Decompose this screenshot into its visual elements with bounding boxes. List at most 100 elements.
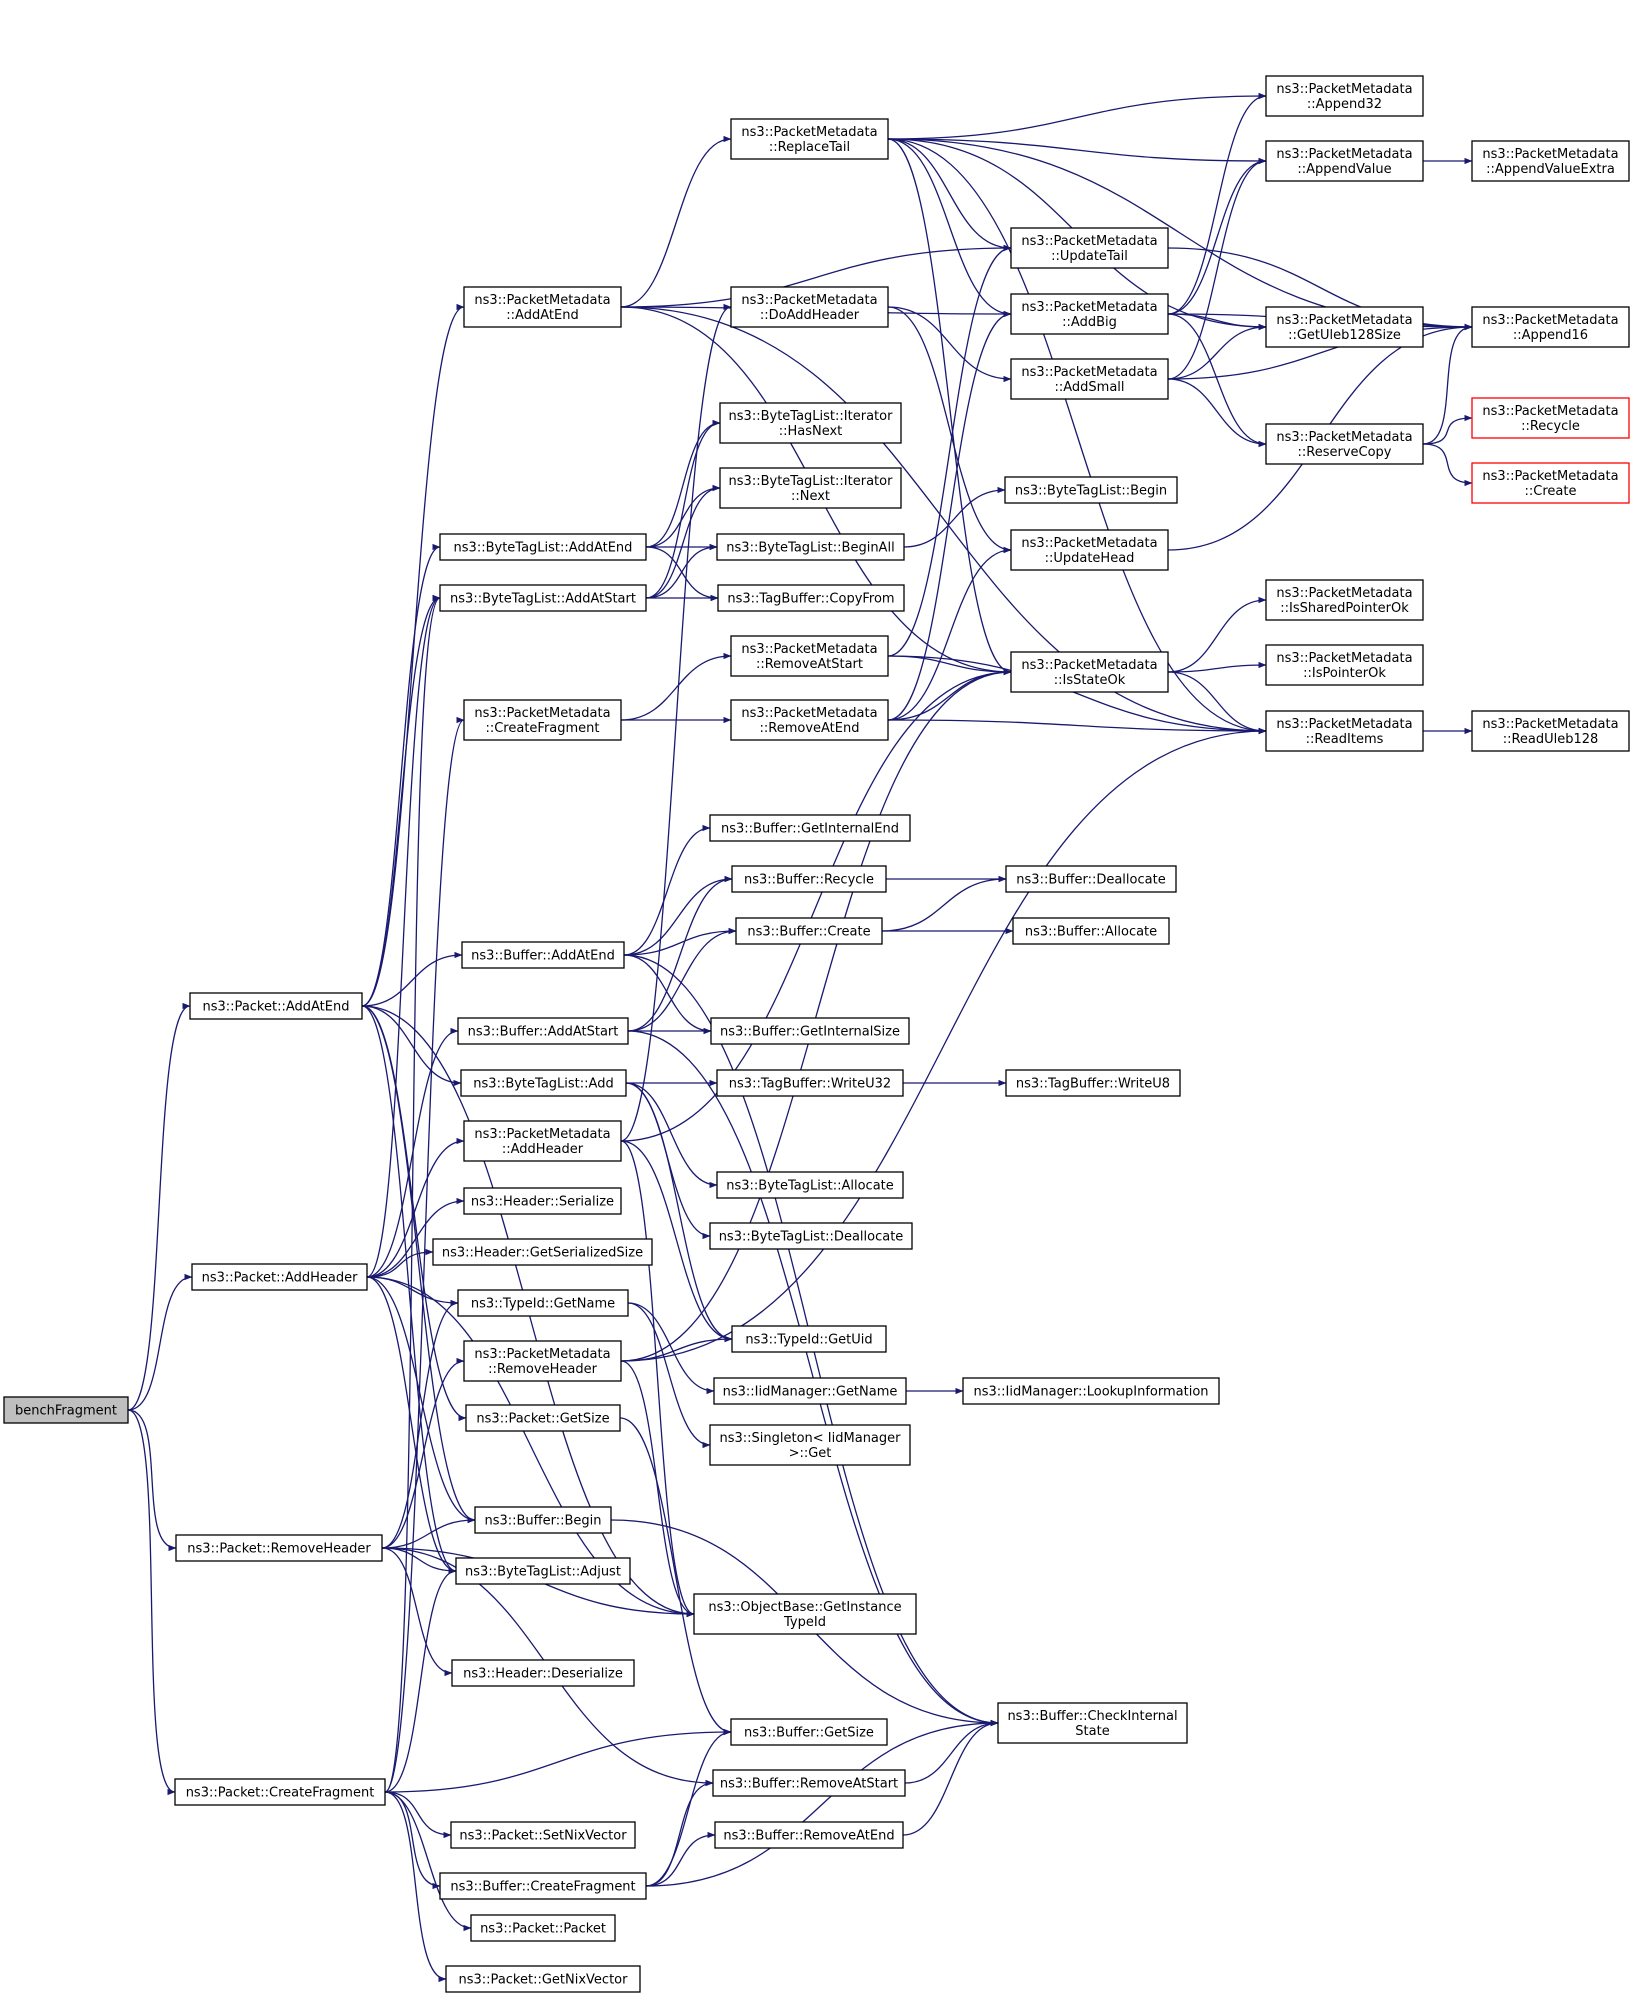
node-buf-begin[interactable]: ns3::Buffer::Begin: [474, 1506, 612, 1534]
node-pm-replace-tail[interactable]: ns3::PacketMetadata::ReplaceTail: [730, 118, 889, 160]
edge-pm-add-big-to-pm-append32: [1167, 92, 1267, 315]
node-pm-append-value[interactable]: ns3::PacketMetadata::AppendValue: [1265, 140, 1424, 182]
edge-pm-remove-header-to-pm-is-state-ok: [620, 668, 1012, 1362]
node-bench-fragment[interactable]: benchFragment: [3, 1396, 129, 1424]
node-buf-get-internal-end[interactable]: ns3::Buffer::GetInternalEnd: [709, 814, 911, 842]
node-type-id-get-name[interactable]: ns3::TypeId::GetName: [457, 1289, 629, 1317]
node-label: ns3::PacketMetadata: [1482, 717, 1618, 732]
node-buf-allocate[interactable]: ns3::Buffer::Allocate: [1012, 917, 1170, 945]
node-packet-set-nix-vector[interactable]: ns3::Packet::SetNixVector: [450, 1821, 636, 1849]
node-packet-remove-header[interactable]: ns3::Packet::RemoveHeader: [175, 1534, 383, 1562]
node-buf-get-size[interactable]: ns3::Buffer::GetSize: [730, 1718, 888, 1746]
node-buf-add-at-end[interactable]: ns3::Buffer::AddAtEnd: [461, 941, 625, 969]
node-pm-recycle[interactable]: ns3::PacketMetadata::Recycle: [1471, 397, 1630, 439]
node-label: ns3::ByteTagList::Deallocate: [719, 1230, 904, 1245]
node-header-serialize[interactable]: ns3::Header::Serialize: [463, 1187, 622, 1215]
node-btl-allocate[interactable]: ns3::ByteTagList::Allocate: [716, 1171, 904, 1199]
edge-pm-create-fragment-to-pm-remove-at-start: [620, 652, 732, 721]
node-buf-create[interactable]: ns3::Buffer::Create: [735, 917, 883, 945]
node-buf-recycle[interactable]: ns3::Buffer::Recycle: [731, 865, 887, 893]
node-packet-get-size[interactable]: ns3::Packet::GetSize: [465, 1404, 621, 1432]
node-pm-reserve-copy[interactable]: ns3::PacketMetadata::ReserveCopy: [1265, 423, 1424, 465]
edge-btl-add-at-start-to-btl-iter-next: [645, 484, 721, 599]
node-label: ns3::TagBuffer::CopyFrom: [727, 592, 894, 607]
node-pm-update-tail[interactable]: ns3::PacketMetadata::UpdateTail: [1010, 227, 1169, 269]
node-btl-begin[interactable]: ns3::ByteTagList::Begin: [1004, 476, 1178, 504]
node-header-deserialize[interactable]: ns3::Header::Deserialize: [451, 1659, 635, 1687]
edge-packet-add-header-to-btl-add-at-start: [366, 594, 441, 1278]
node-box: [730, 286, 889, 328]
node-pm-read-uleb128[interactable]: ns3::PacketMetadata::ReadUleb128: [1471, 710, 1630, 752]
node-packet-packet[interactable]: ns3::Packet::Packet: [470, 1914, 616, 1942]
node-pm-read-items[interactable]: ns3::PacketMetadata::ReadItems: [1265, 710, 1424, 752]
node-buf-deallocate[interactable]: ns3::Buffer::Deallocate: [1005, 865, 1177, 893]
edge-pm-replace-tail-to-pm-append32: [887, 92, 1267, 140]
node-tb-copy-from[interactable]: ns3::TagBuffer::CopyFrom: [717, 584, 905, 612]
node-packet-add-at-end[interactable]: ns3::Packet::AddAtEnd: [189, 992, 363, 1020]
node-btl-iter-next[interactable]: ns3::ByteTagList::Iterator::Next: [719, 467, 902, 509]
node-header-get-serialized-size[interactable]: ns3::Header::GetSerializedSize: [432, 1238, 653, 1266]
node-pm-append32[interactable]: ns3::PacketMetadata::Append32: [1265, 75, 1424, 117]
node-btl-begin-all[interactable]: ns3::ByteTagList::BeginAll: [716, 533, 905, 561]
node-btl-adjust[interactable]: ns3::ByteTagList::Adjust: [455, 1557, 631, 1585]
node-label: ns3::PacketMetadata: [1276, 717, 1412, 732]
node-btl-add-at-end[interactable]: ns3::ByteTagList::AddAtEnd: [439, 533, 647, 561]
node-pm-create-fragment[interactable]: ns3::PacketMetadata::CreateFragment: [463, 699, 622, 741]
node-buf-remove-at-start[interactable]: ns3::Buffer::RemoveAtStart: [712, 1769, 906, 1797]
node-box: [731, 865, 887, 893]
edge-btl-add-at-start-to-btl-iter-has-next: [645, 419, 721, 599]
node-pm-update-head[interactable]: ns3::PacketMetadata::UpdateHead: [1010, 529, 1169, 571]
node-packet-add-header[interactable]: ns3::Packet::AddHeader: [191, 1263, 368, 1291]
node-buf-remove-at-end[interactable]: ns3::Buffer::RemoveAtEnd: [714, 1821, 904, 1849]
node-pm-add-header[interactable]: ns3::PacketMetadata::AddHeader: [463, 1120, 622, 1162]
node-packet-get-nix-vector[interactable]: ns3::Packet::GetNixVector: [445, 1965, 641, 1993]
edge-buf-add-at-end-to-buf-get-internal-size: [623, 954, 712, 1035]
node-btl-add-at-start[interactable]: ns3::ByteTagList::AddAtStart: [439, 584, 647, 612]
node-buf-create-fragment[interactable]: ns3::Buffer::CreateFragment: [439, 1872, 647, 1900]
node-label: State: [1075, 1724, 1109, 1739]
node-buf-add-at-start[interactable]: ns3::Buffer::AddAtStart: [457, 1017, 629, 1045]
node-box: [693, 1593, 917, 1635]
node-iid-manager-lookup-information[interactable]: ns3::IidManager::LookupInformation: [962, 1377, 1220, 1405]
node-tb-write-u32[interactable]: ns3::TagBuffer::WriteU32: [716, 1069, 904, 1097]
node-pm-is-state-ok[interactable]: ns3::PacketMetadata::IsStateOk: [1010, 651, 1169, 693]
node-label: ::ReadItems: [1306, 732, 1384, 747]
edge-pm-is-state-ok-to-pm-read-items: [1167, 671, 1267, 735]
node-label: ns3::TypeId::GetUid: [745, 1333, 872, 1348]
node-pm-add-small[interactable]: ns3::PacketMetadata::AddSmall: [1010, 358, 1169, 400]
node-pm-add-at-end[interactable]: ns3::PacketMetadata::AddAtEnd: [463, 286, 622, 328]
node-label: ::UpdateTail: [1051, 249, 1128, 264]
node-label: benchFragment: [15, 1404, 117, 1419]
node-pm-append16[interactable]: ns3::PacketMetadata::Append16: [1471, 306, 1630, 348]
node-pm-remove-at-end[interactable]: ns3::PacketMetadata::RemoveAtEnd: [730, 699, 889, 741]
node-tb-write-u8[interactable]: ns3::TagBuffer::WriteU8: [1005, 1069, 1181, 1097]
node-type-id-get-uid[interactable]: ns3::TypeId::GetUid: [731, 1325, 887, 1353]
node-buf-get-internal-size[interactable]: ns3::Buffer::GetInternalSize: [710, 1017, 910, 1045]
node-btl-iter-has-next[interactable]: ns3::ByteTagList::Iterator::HasNext: [719, 402, 902, 444]
node-label: ns3::PacketMetadata: [474, 293, 610, 308]
node-pm-add-big[interactable]: ns3::PacketMetadata::AddBig: [1010, 293, 1169, 335]
node-pm-append-value-extra[interactable]: ns3::PacketMetadata::AppendValueExtra: [1471, 140, 1630, 182]
node-label: ns3::ByteTagList::Iterator: [729, 409, 894, 424]
node-pm-is-shared-pointer-ok[interactable]: ns3::PacketMetadata::IsSharedPointerOk: [1265, 579, 1424, 621]
node-pm-create[interactable]: ns3::PacketMetadata::Create: [1471, 462, 1630, 504]
node-pm-is-pointer-ok[interactable]: ns3::PacketMetadata::IsPointerOk: [1265, 644, 1424, 686]
edge-pm-add-small-to-pm-append-value: [1167, 157, 1267, 380]
node-label: ns3::PacketMetadata: [741, 706, 877, 721]
node-pm-get-uleb128-size[interactable]: ns3::PacketMetadata::GetUleb128Size: [1265, 306, 1424, 348]
node-btl-add[interactable]: ns3::ByteTagList::Add: [460, 1069, 627, 1097]
node-box: [455, 1557, 631, 1585]
node-btl-deallocate[interactable]: ns3::ByteTagList::Deallocate: [709, 1222, 913, 1250]
node-singleton-get[interactable]: ns3::Singleton< IidManager >::Get: [709, 1424, 911, 1466]
node-packet-create-fragment[interactable]: ns3::Packet::CreateFragment: [174, 1778, 386, 1806]
node-iid-manager-get-name[interactable]: ns3::IidManager::GetName: [713, 1377, 907, 1405]
node-label: ns3::Buffer::AddAtEnd: [471, 949, 615, 964]
node-pm-do-add-header[interactable]: ns3::PacketMetadata::DoAddHeader: [730, 286, 889, 328]
node-pm-remove-at-start[interactable]: ns3::PacketMetadata::RemoveAtStart: [730, 635, 889, 677]
node-pm-remove-header[interactable]: ns3::PacketMetadata::RemoveHeader: [463, 1340, 622, 1382]
node-box: [719, 467, 902, 509]
edge-packet-add-at-end-to-btl-add-at-end: [361, 543, 441, 1007]
node-label: ns3::Buffer::Allocate: [1025, 925, 1157, 940]
